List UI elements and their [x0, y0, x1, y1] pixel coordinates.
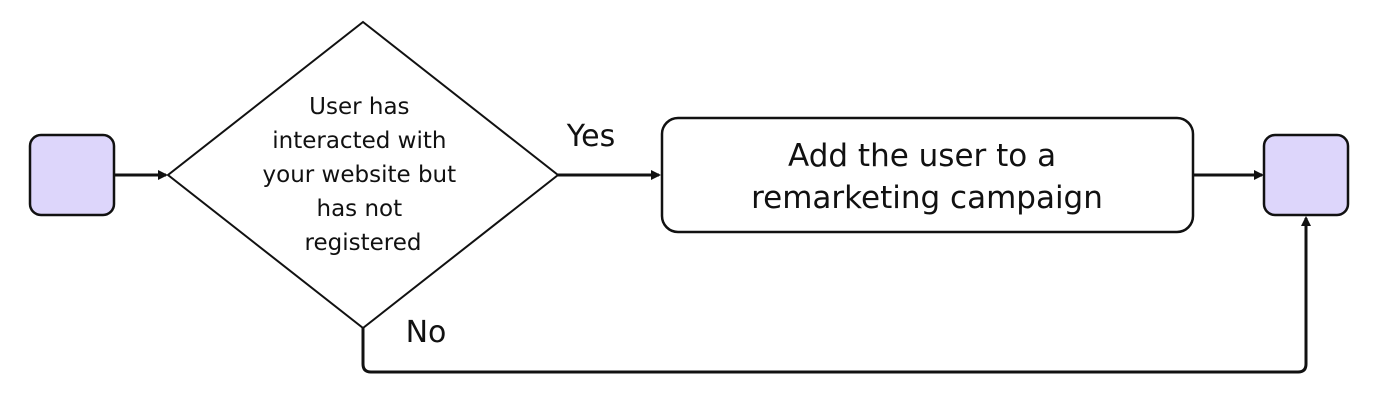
- action-line-1: Add the user to a: [788, 138, 1056, 174]
- no-label: No: [406, 315, 447, 350]
- action-line-2: remarketing campaign: [751, 180, 1103, 216]
- decision-line-5: registered: [305, 230, 422, 256]
- end-node: [1262, 133, 1350, 217]
- yes-label: Yes: [566, 119, 615, 154]
- arrow-no-to-end: [361, 216, 1311, 374]
- decision-line-3: your website but: [263, 162, 457, 188]
- decision-label: User has interacted with your website bu…: [263, 94, 464, 256]
- decision-line-4: has not: [317, 196, 403, 222]
- decision-line-1: User has: [309, 94, 409, 120]
- start-node: [28, 133, 116, 217]
- decision-line-2: interacted with: [272, 128, 446, 154]
- action-label: Add the user to a remarketing campaign: [751, 138, 1103, 216]
